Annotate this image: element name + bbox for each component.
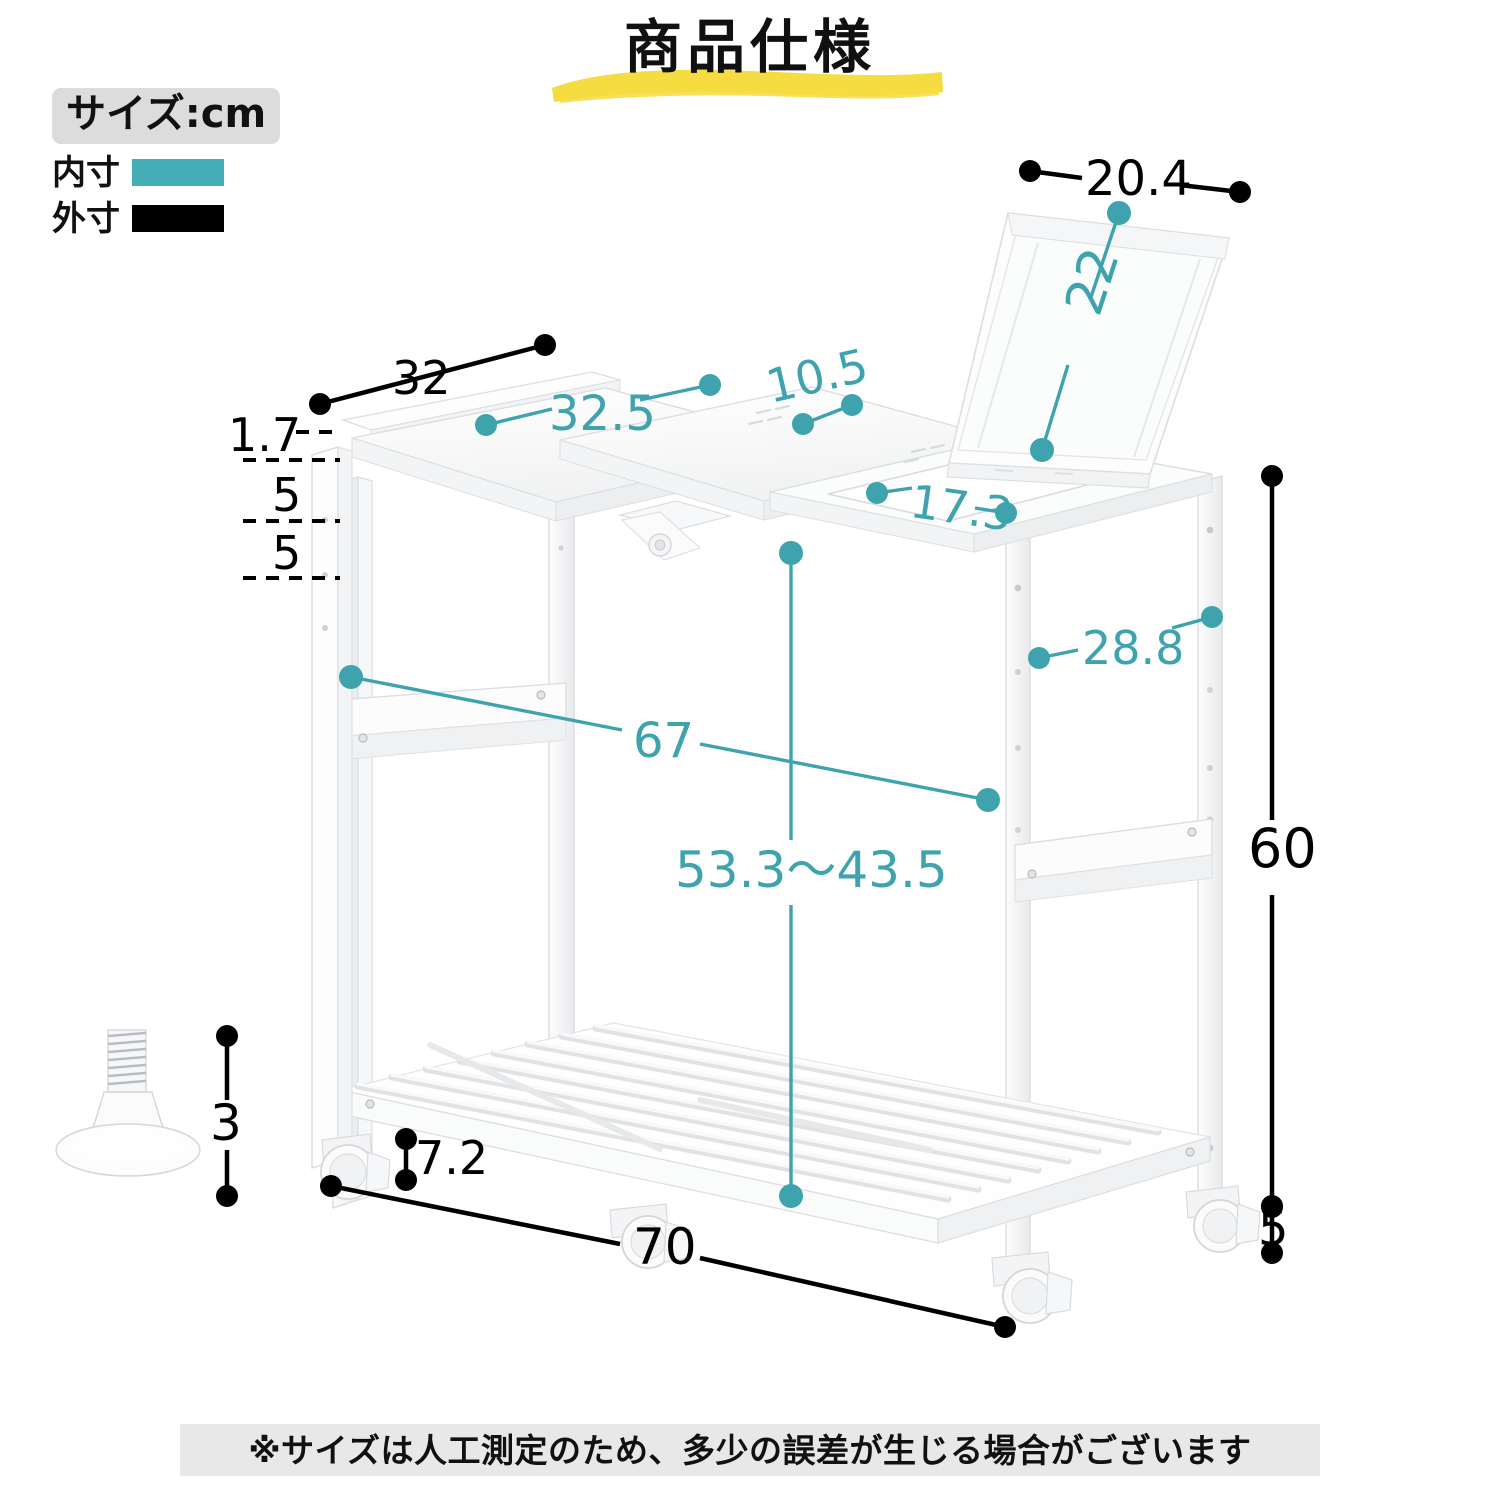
leader-total-width [320, 1175, 1016, 1338]
dim-label-side-frame-inner: 28.8 [1082, 621, 1185, 675]
right-middle-crossbar [1014, 818, 1213, 903]
leader-depth-top-outer [309, 334, 556, 415]
dim-label-total-width: 70 [633, 1218, 697, 1276]
dimension-leaders [216, 160, 1283, 1338]
dim-label-notch-pitch-1: 5 [272, 468, 302, 522]
product-illustration [55, 212, 1261, 1324]
legend-item-outer: 外寸 [52, 202, 280, 236]
leader-flap-width-outer [1019, 160, 1251, 203]
title-brush-stroke [552, 69, 943, 103]
dim-label-height-adjustable: 53.3〜43.5 [675, 841, 948, 899]
dim-label-caster-height: 5 [1258, 1201, 1289, 1257]
leader-caster-height [1261, 1196, 1283, 1264]
leader-flap-height-inner [1030, 201, 1131, 462]
dim-label-notch-pitch-2: 5 [272, 526, 302, 580]
leader-side-frame-inner [1028, 606, 1223, 669]
leader-height-adjustable [779, 541, 803, 1208]
dim-label-flap-width-outer: 20.4 [1085, 151, 1192, 207]
dim-label-depth-top-outer: 32 [392, 351, 451, 405]
leader-notch-ticks [243, 430, 340, 580]
dim-label-board-thickness: 1.7 [228, 408, 302, 462]
measurement-disclaimer-text: ※サイズは人工測定のため、多少の誤差が生じる場合がございます [248, 1430, 1252, 1470]
dim-label-opening-inner: 17.3 [907, 474, 1016, 542]
leader-panel-depth-inner [475, 374, 721, 436]
leader-opening-inner [866, 482, 1017, 524]
caster-mid-front [609, 1203, 691, 1269]
dim-label-foot-height: 3 [210, 1094, 242, 1152]
dim-label-panel-depth-inner: 32.5 [549, 386, 656, 442]
caster-front-right [991, 1251, 1073, 1324]
page-title-block: 商品仕様 [540, 10, 960, 120]
dim-label-width-inner: 67 [633, 713, 695, 769]
adjustable-foot-part [55, 1029, 201, 1177]
page-title: 商品仕様 [623, 13, 876, 81]
leader-caster-offset [395, 1128, 417, 1191]
unit-badge: サイズ:cm [52, 88, 281, 144]
legend-item-inner-label: 内寸 [52, 152, 120, 193]
dim-label-caster-offset: 7.2 [415, 1131, 489, 1185]
leader-width-inner [339, 665, 1000, 812]
legend-swatch-inner [132, 159, 224, 187]
flip-up-lid-panel [946, 212, 1231, 489]
legend-swatch-outer [132, 205, 224, 233]
leader-slot-width [792, 394, 863, 435]
caster-rear-right [1185, 1185, 1261, 1253]
frame-left-front-upright [311, 445, 353, 1170]
measurement-disclaimer: ※サイズは人工測定のため、多少の誤差が生じる場合がございます [180, 1424, 1320, 1476]
legend: サイズ:cm 内寸 外寸 [52, 88, 281, 236]
legend-item-inner: 内寸 [52, 156, 280, 190]
dim-label-total-height: 60 [1248, 817, 1317, 880]
leader-foot-height [216, 1025, 238, 1207]
legend-item-outer-label: 外寸 [52, 198, 120, 239]
